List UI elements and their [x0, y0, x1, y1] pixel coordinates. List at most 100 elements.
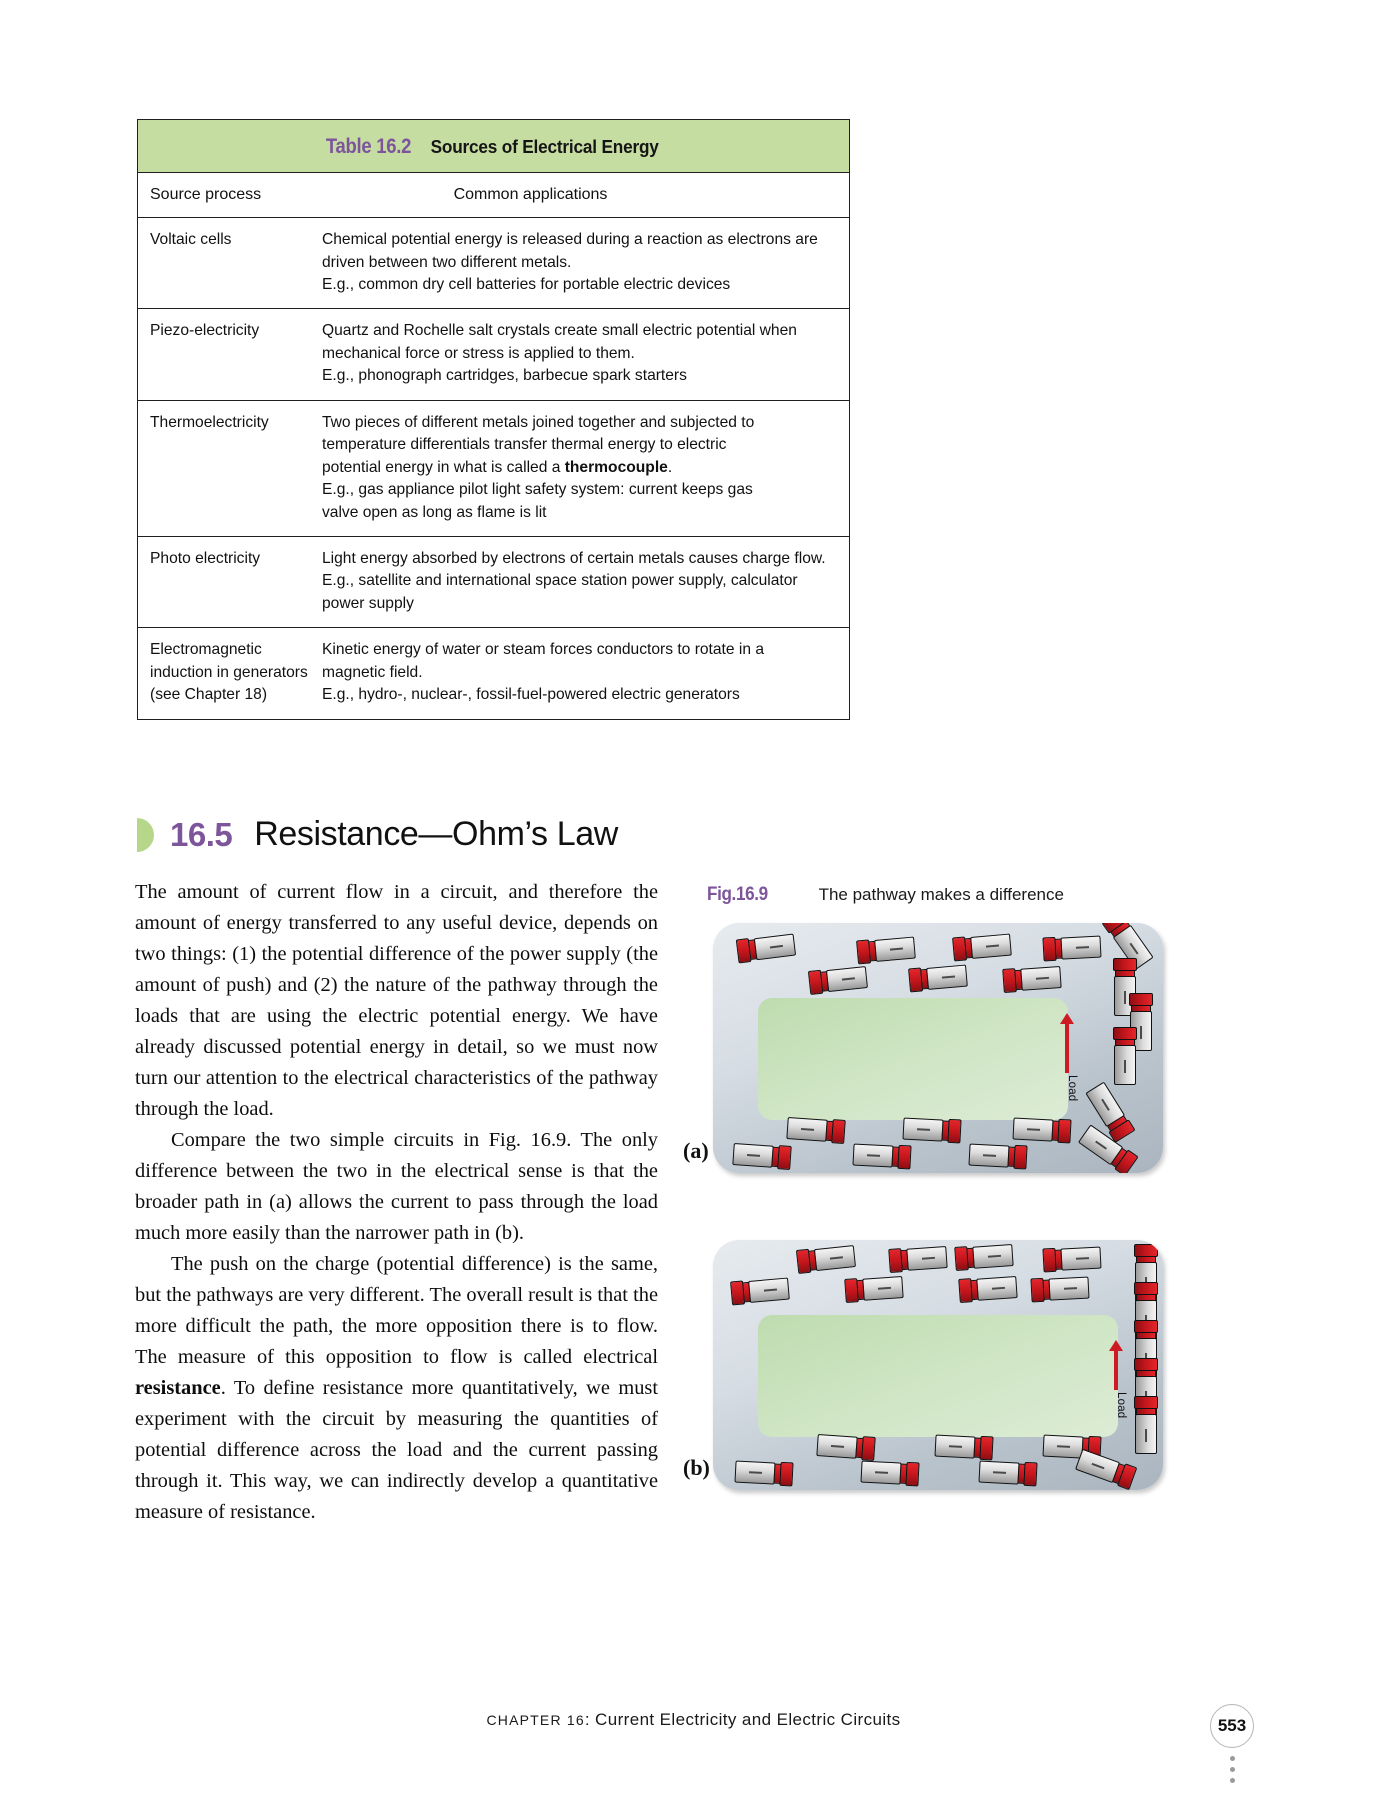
figure-panel-a: Load [713, 923, 1163, 1173]
row-line: Light energy absorbed by electrons of ce… [322, 550, 826, 568]
table-row: Photo electricity Light energy absorbed … [138, 537, 849, 629]
bold-term-resistance: resistance [135, 1377, 221, 1400]
car [735, 933, 797, 964]
footer-chapter-title: : Current Electricity and Electric Circu… [584, 1710, 901, 1729]
row-process: Thermoelectricity [150, 413, 269, 431]
decorative-dots [1230, 1756, 1235, 1783]
load-label-a: Load [1066, 1075, 1078, 1102]
table-row: Electromagnetic induction in generators … [138, 628, 849, 718]
row-process: Electromagnetic induction in generators … [138, 639, 322, 706]
car [1042, 1246, 1102, 1273]
table-row: Thermoelectricity Two pieces of differen… [138, 401, 849, 538]
page-number: 553 [1210, 1704, 1254, 1748]
paragraph-3-part1: The push on the charge (potential differ… [135, 1253, 658, 1369]
row-applications: Kinetic energy of water or steam forces … [322, 639, 849, 706]
car [1042, 935, 1102, 962]
footer-chapter-line: CHAPTER 16: Current Electricity and Elec… [486, 1710, 900, 1729]
car [860, 1460, 920, 1487]
row-line: valve open as long as flame is lit [322, 503, 547, 521]
page-footer: CHAPTER 16: Current Electricity and Elec… [0, 1710, 1387, 1730]
figure-caption: Fig.16.9 The pathway makes a difference [707, 884, 1064, 906]
car [952, 933, 1012, 962]
paragraph-3: The push on the charge (potential differ… [135, 1249, 658, 1528]
table-column-headers: Source process Common applications [138, 173, 849, 219]
row-line: Quartz and Rochelle salt crystals create… [322, 322, 797, 340]
car [1134, 1396, 1158, 1454]
figure-label-a: (a) [683, 1138, 709, 1163]
paragraph-1: The amount of current flow in a circuit,… [135, 881, 658, 1121]
car [954, 1244, 1014, 1271]
body-text-column: The amount of current flow in a circuit,… [135, 877, 658, 1528]
car [978, 1460, 1038, 1487]
car [852, 1143, 912, 1170]
car [1074, 1448, 1138, 1490]
row-applications: Light energy absorbed by electrons of ce… [322, 548, 849, 615]
figure-number: Fig.16.9 [707, 884, 768, 905]
row-applications: Chemical potential energy is released du… [322, 229, 849, 296]
section-number: 16.5 [170, 815, 233, 853]
column-header-common-applications: Common applications [453, 186, 608, 204]
car [968, 1143, 1028, 1170]
figure-panel-b: Load [713, 1240, 1163, 1490]
car [844, 1276, 904, 1303]
row-line: E.g., satellite and international space … [322, 572, 798, 590]
row-process: Voltaic cells [150, 231, 232, 249]
car [934, 1434, 994, 1461]
load-region-b [758, 1315, 1118, 1437]
load-label-b: Load [1115, 1392, 1127, 1419]
section-title: Resistance—Ohm’s Law [254, 815, 618, 853]
row-line: driven between two different metals. [322, 253, 572, 271]
section-marker-icon [137, 817, 154, 852]
car [786, 1117, 846, 1144]
row-line: mechanical force or stress is applied to… [322, 344, 635, 362]
load-arrow-b-icon [1109, 1340, 1123, 1390]
footer-chapter-prefix: CHAPTER 16 [486, 1712, 585, 1728]
row-process-line: induction in generators [150, 663, 308, 681]
column-header-source-process: Source process [150, 186, 262, 204]
car [795, 1245, 856, 1274]
load-region-a [758, 998, 1068, 1120]
car [807, 966, 868, 995]
car [888, 1246, 948, 1273]
row-line: E.g., common dry cell batteries for port… [322, 275, 731, 293]
figure-label-b: (b) [683, 1455, 710, 1480]
row-line: magnetic field. [322, 663, 423, 681]
row-line: E.g., hydro-, nuclear-, fossil-fuel-powe… [322, 686, 740, 704]
table-16-2: Table 16.2 Sources of Electrical Energy … [137, 119, 850, 720]
car [902, 1117, 962, 1144]
car [908, 964, 968, 993]
table-title: Sources of Electrical Energy [430, 136, 659, 157]
table-number: Table 16.2 [325, 135, 412, 158]
car [1012, 1117, 1072, 1144]
row-line: Chemical potential energy is released du… [322, 231, 818, 249]
row-applications: Quartz and Rochelle salt crystals create… [322, 320, 849, 387]
car [730, 1277, 790, 1306]
section-heading: 16.5 Resistance—Ohm’s Law [137, 815, 618, 854]
row-line: temperature differentials transfer therm… [322, 436, 727, 454]
row-line: power supply [322, 594, 414, 612]
car [958, 1276, 1018, 1303]
row-applications: Two pieces of different metals joined to… [322, 412, 849, 524]
row-process: Photo electricity [150, 550, 261, 568]
row-process-line: Electromagnetic [150, 641, 262, 659]
table-header: Table 16.2 Sources of Electrical Energy [138, 120, 849, 174]
table-row: Voltaic cells Chemical potential energy … [138, 218, 849, 310]
table-row: Piezo-electricity Quartz and Rochelle sa… [138, 309, 849, 401]
row-line: Kinetic energy of water or steam forces … [322, 641, 765, 659]
row-line: E.g., gas appliance pilot light safety s… [322, 481, 753, 499]
car [732, 1143, 792, 1170]
car [734, 1460, 794, 1487]
row-process-line: (see Chapter 18) [150, 686, 268, 704]
row-line: E.g., phonograph cartridges, barbecue sp… [322, 367, 687, 385]
car [1030, 1276, 1090, 1303]
row-line: Two pieces of different metals joined to… [322, 413, 755, 431]
car [856, 936, 916, 965]
load-arrow-a-icon [1060, 1013, 1074, 1073]
row-line-thermocouple: potential energy in what is called a the… [322, 458, 673, 476]
paragraph-2: Compare the two simple circuits in Fig. … [135, 1129, 658, 1245]
car [1113, 1027, 1137, 1085]
row-process: Piezo-electricity [150, 322, 260, 340]
car [1002, 966, 1062, 993]
car [816, 1434, 876, 1461]
figure-caption-text: The pathway makes a difference [818, 885, 1064, 904]
